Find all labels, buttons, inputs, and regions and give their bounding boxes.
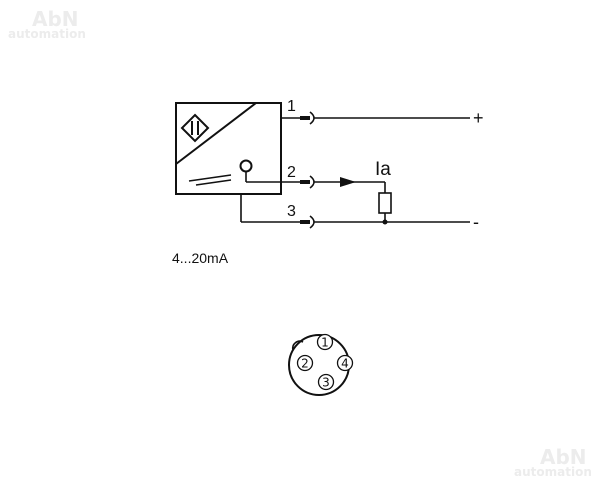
connector-pin-3 <box>317 373 335 391</box>
plug-stubs <box>300 116 310 224</box>
pin-label-3: 3 <box>287 203 296 220</box>
pin-label-2: 2 <box>287 164 296 181</box>
output-switch-icon <box>188 174 232 186</box>
current-arrow-icon <box>340 177 356 187</box>
pin-label-1: 1 <box>287 98 296 115</box>
load-resistor-icon <box>378 192 392 214</box>
connector-pin-2-label: 2 <box>301 357 309 371</box>
connector-pin-4 <box>336 354 354 372</box>
sensor-box <box>175 102 282 195</box>
wire-2-connector-icon <box>309 175 315 189</box>
connector-key-icon <box>291 340 304 351</box>
sensor-housing <box>175 102 282 195</box>
output-type-label: 4...20mA <box>172 250 229 266</box>
positive-supply-label: + <box>473 108 484 128</box>
wire-1-connector-icon <box>309 111 315 125</box>
watermark-top-left: AbN automation <box>8 7 86 41</box>
junction-dot <box>382 219 388 225</box>
watermark-brand: AbN <box>540 445 587 469</box>
connector-pin-1-label: 1 <box>321 336 329 350</box>
connector-pin-3-label: 3 <box>322 376 330 390</box>
connector-pin-2 <box>296 354 314 372</box>
connector-pinout: 1 2 3 4 <box>288 333 354 396</box>
analog-output-terminal-icon <box>239 159 253 173</box>
current-label: Ia <box>375 159 391 180</box>
wire-3-connector-icon <box>309 215 315 229</box>
connector-pin-4-label: 4 <box>341 357 349 371</box>
watermark-subtitle: automation <box>514 465 592 479</box>
sensor-diagonal <box>175 102 257 165</box>
negative-supply-label: - <box>473 212 479 232</box>
watermark-brand: AbN <box>32 7 79 31</box>
watermark-subtitle: automation <box>8 27 86 41</box>
watermark-bottom-right: AbN automation <box>514 445 592 479</box>
connector-pin-1 <box>316 333 334 351</box>
inductive-sensor-icon <box>180 113 210 143</box>
wires <box>240 111 470 229</box>
